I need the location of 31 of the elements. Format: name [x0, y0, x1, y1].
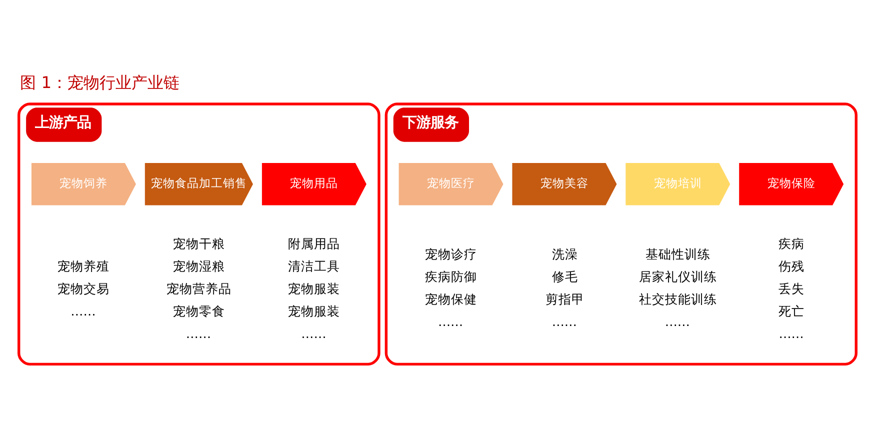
node-label: 洗澡: [552, 246, 578, 262]
node-label: ……: [438, 314, 464, 330]
node-label: 附属用品: [288, 236, 340, 251]
node-label: 剪指甲: [546, 292, 585, 307]
node-label: 死亡: [778, 303, 805, 318]
node-label: 宠物干粮: [172, 236, 225, 251]
node-label: ……: [70, 303, 96, 318]
node-label: 社交技能训练: [639, 292, 718, 307]
node-label: 丢失: [778, 280, 805, 296]
node-label: 居家礼仪训练: [639, 269, 718, 284]
node-label: 伤残: [778, 258, 805, 274]
node-label: ……: [664, 314, 690, 330]
node-label: 宠物养殖: [58, 258, 110, 274]
node-label: 宠物服装: [288, 303, 340, 318]
node-label: ……: [552, 314, 578, 330]
node-label: 修毛: [552, 269, 578, 284]
node-label: 宠物服装: [288, 280, 340, 296]
node-label: ……: [778, 326, 804, 341]
node-label: ……: [186, 326, 212, 341]
node-label: 宠物零食: [172, 303, 225, 318]
node-label: 基础性训练: [645, 246, 710, 262]
node-label: 疾病: [778, 236, 805, 251]
node-label: 宠物交易: [58, 280, 110, 296]
diagram-title: 图 1：宠物行业产业链: [20, 73, 180, 92]
node-label: 疾病防御: [424, 269, 477, 284]
node-label: 宠物保健: [424, 292, 477, 307]
node-label: ……: [301, 326, 326, 341]
node-label: 宠物诊疗: [424, 246, 477, 262]
node-label: 宠物营养品: [166, 280, 232, 296]
node-label: 清洁工具: [288, 258, 340, 274]
node-label: 宠物湿粮: [172, 258, 225, 274]
